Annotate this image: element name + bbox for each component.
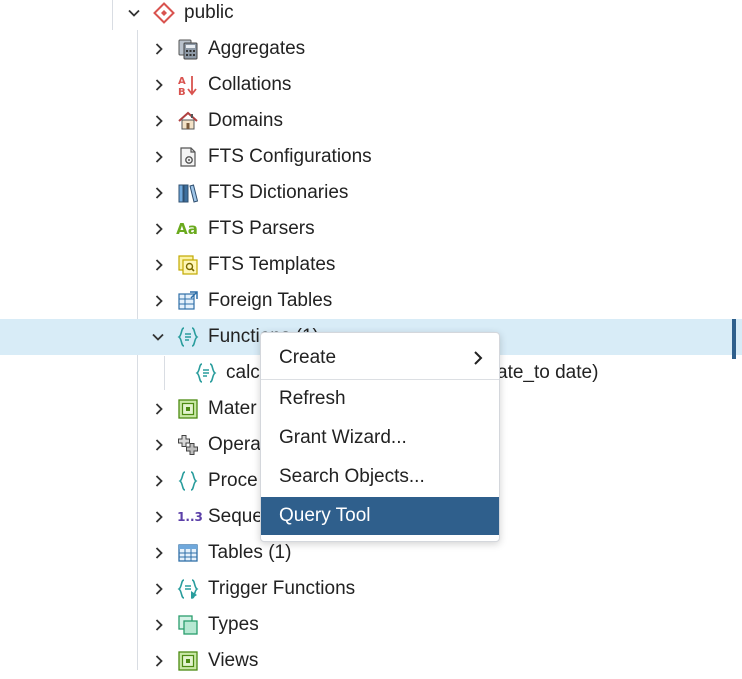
tree-node-public[interactable]: public — [0, 0, 742, 31]
chevron-down-icon[interactable] — [149, 328, 167, 346]
tree-node-fts-dictionaries[interactable]: FTS Dictionaries — [0, 175, 742, 211]
tree-node-aggregates[interactable]: Aggregates — [0, 31, 742, 67]
fts-parsers-icon: Aa — [176, 220, 198, 238]
tree-node-operators[interactable]: Opera — [0, 427, 742, 463]
tree-node-label: Types — [208, 614, 259, 635]
chevron-right-icon[interactable] — [150, 436, 168, 454]
tree-node-fts-templates[interactable]: FTS Templates — [0, 247, 742, 283]
types-icon — [176, 613, 200, 637]
tree-guide-line — [164, 356, 165, 390]
chevron-right-icon[interactable] — [150, 112, 168, 130]
tree-node-label: FTS Parsers — [208, 218, 315, 239]
tree-node-label: Views — [208, 650, 259, 671]
tree-node-materialized-views[interactable]: Mater — [0, 391, 742, 427]
trigger-functions-icon — [176, 577, 200, 601]
chevron-right-icon[interactable] — [150, 508, 168, 526]
tree-node-trigger-functions[interactable]: Trigger Functions — [0, 571, 742, 607]
menu-item-query-tool[interactable]: Query Tool — [261, 497, 499, 535]
chevron-right-icon[interactable] — [150, 76, 168, 94]
chevron-right-icon[interactable] — [150, 580, 168, 598]
tree-node-domains[interactable]: Domains — [0, 103, 742, 139]
tree-guide-line — [112, 0, 113, 30]
chevron-down-icon[interactable] — [125, 4, 143, 22]
tree-node-label: Opera — [208, 434, 261, 455]
foreign-tables-icon — [176, 289, 200, 313]
menu-item-label: Grant Wizard... — [279, 427, 407, 448]
tree-node-fts-parsers[interactable]: Aa FTS Parsers — [0, 211, 742, 247]
tree-node-label: public — [184, 2, 234, 23]
fts-configurations-icon — [176, 145, 200, 169]
views-icon — [176, 649, 200, 673]
menu-item-label: Create — [279, 347, 337, 368]
chevron-right-icon[interactable] — [150, 256, 168, 274]
menu-item-create[interactable]: Create — [261, 339, 499, 377]
tree-node-label: Seque — [208, 506, 263, 527]
fts-dictionaries-icon — [176, 181, 200, 205]
tree-node-function-calc[interactable]: calc ate_to date) — [0, 355, 742, 391]
tree-node-label: Collations — [208, 74, 292, 95]
svg-text:A: A — [178, 76, 186, 87]
chevron-right-icon[interactable] — [150, 472, 168, 490]
tree-node-label-suffix: ate_to date) — [497, 362, 599, 383]
context-menu: Create Refresh Grant Wizard... Search Ob… — [260, 332, 500, 542]
sequences-icon: 1..3 — [177, 510, 203, 524]
tree-node-types[interactable]: Types — [0, 607, 742, 643]
menu-item-refresh[interactable]: Refresh — [261, 380, 499, 418]
tree-node-sequences[interactable]: 1..3 Seque — [0, 499, 742, 535]
tree-node-label: Foreign Tables — [208, 290, 333, 311]
aggregates-icon — [176, 37, 200, 61]
chevron-right-icon[interactable] — [150, 400, 168, 418]
function-icon — [194, 361, 218, 385]
functions-icon — [176, 325, 200, 349]
tree-node-foreign-tables[interactable]: Foreign Tables — [0, 283, 742, 319]
tree-node-procedures[interactable]: Proce — [0, 463, 742, 499]
menu-item-grant-wizard[interactable]: Grant Wizard... — [261, 419, 499, 457]
chevron-right-icon — [474, 351, 483, 365]
materialized-views-icon — [176, 397, 200, 421]
chevron-right-icon[interactable] — [150, 220, 168, 238]
chevron-right-icon[interactable] — [150, 616, 168, 634]
menu-separator — [261, 379, 499, 380]
chevron-right-icon[interactable] — [150, 544, 168, 562]
tree-node-tables[interactable]: Tables (1) — [0, 535, 742, 571]
menu-item-label: Search Objects... — [279, 466, 425, 487]
tree-node-label: Tables (1) — [208, 542, 292, 563]
menu-item-search-objects[interactable]: Search Objects... — [261, 458, 499, 496]
tables-icon — [176, 541, 200, 565]
tree-node-label: Proce — [208, 470, 258, 491]
tree-node-label: FTS Templates — [208, 254, 336, 275]
chevron-right-icon[interactable] — [150, 148, 168, 166]
menu-item-label: Refresh — [279, 388, 346, 409]
chevron-right-icon[interactable] — [150, 652, 168, 670]
chevron-right-icon[interactable] — [150, 40, 168, 58]
operators-icon — [176, 433, 200, 457]
fts-templates-icon — [176, 253, 200, 277]
procedures-icon — [176, 469, 200, 493]
tree-node-fts-configurations[interactable]: FTS Configurations — [0, 139, 742, 175]
tree-node-views[interactable]: Views — [0, 643, 742, 679]
svg-text:B: B — [178, 87, 186, 96]
tree-node-label: Trigger Functions — [208, 578, 356, 599]
menu-item-label: Query Tool — [279, 505, 371, 526]
tree-node-label: calc — [226, 362, 260, 383]
domains-icon — [176, 109, 200, 133]
tree-node-label: FTS Configurations — [208, 146, 372, 167]
tree-node-label: Aggregates — [208, 38, 306, 59]
tree-node-label: FTS Dictionaries — [208, 182, 349, 203]
tree-node-label: Domains — [208, 110, 283, 131]
tree-node-label: Mater — [208, 398, 257, 419]
chevron-right-icon[interactable] — [150, 292, 168, 310]
schema-icon — [152, 1, 176, 25]
chevron-right-icon[interactable] — [150, 184, 168, 202]
